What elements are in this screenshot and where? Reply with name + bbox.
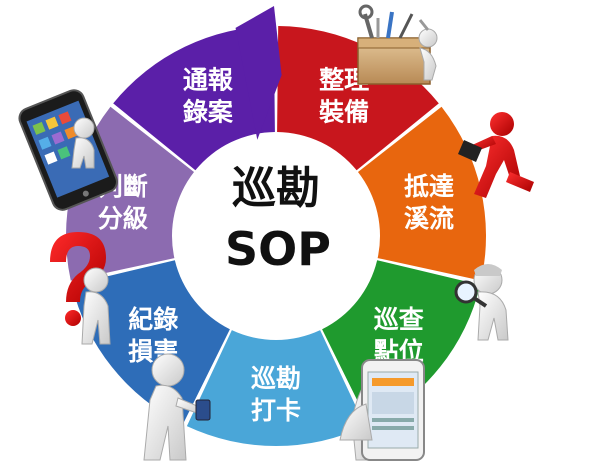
smartphone-figure-icon (18, 89, 118, 211)
question-mark-figure-icon (50, 232, 111, 345)
step-2-label-line1: 抵達 (404, 172, 454, 201)
magnifier-figure-icon (454, 264, 509, 341)
step-5-label-line1: 紀錄 (128, 305, 178, 334)
step-1-label-line2: 裝備 (319, 98, 369, 127)
step-7-label-line2: 錄案 (183, 98, 234, 127)
center-title-line1: 巡勘 (232, 163, 320, 214)
step-2-label-line2: 溪流 (404, 204, 454, 233)
step-3-label-line1: 巡查 (374, 305, 424, 334)
step-7-label-line1: 通報 (183, 66, 234, 95)
step-4-label-line2: 打卡 (251, 396, 301, 425)
figure-with-phone-icon (143, 353, 211, 461)
red-running-figure-icon (458, 112, 534, 198)
step-5-segment (71, 260, 230, 425)
step-2-segment (357, 106, 486, 281)
center-title-line2: SOP (225, 222, 331, 276)
cycle-arrowhead (235, 6, 282, 140)
step-1-segment (277, 26, 439, 171)
step-4-label-line1: 巡勘 (251, 364, 301, 393)
step-7-segment (113, 26, 275, 171)
hand-smartphone-icon (339, 359, 425, 461)
center-title: 巡勘 SOP (225, 163, 331, 276)
step-4-segment (186, 330, 366, 446)
step-6-label-line2: 分級 (98, 204, 148, 233)
toolbox-figure-icon (357, 4, 438, 85)
